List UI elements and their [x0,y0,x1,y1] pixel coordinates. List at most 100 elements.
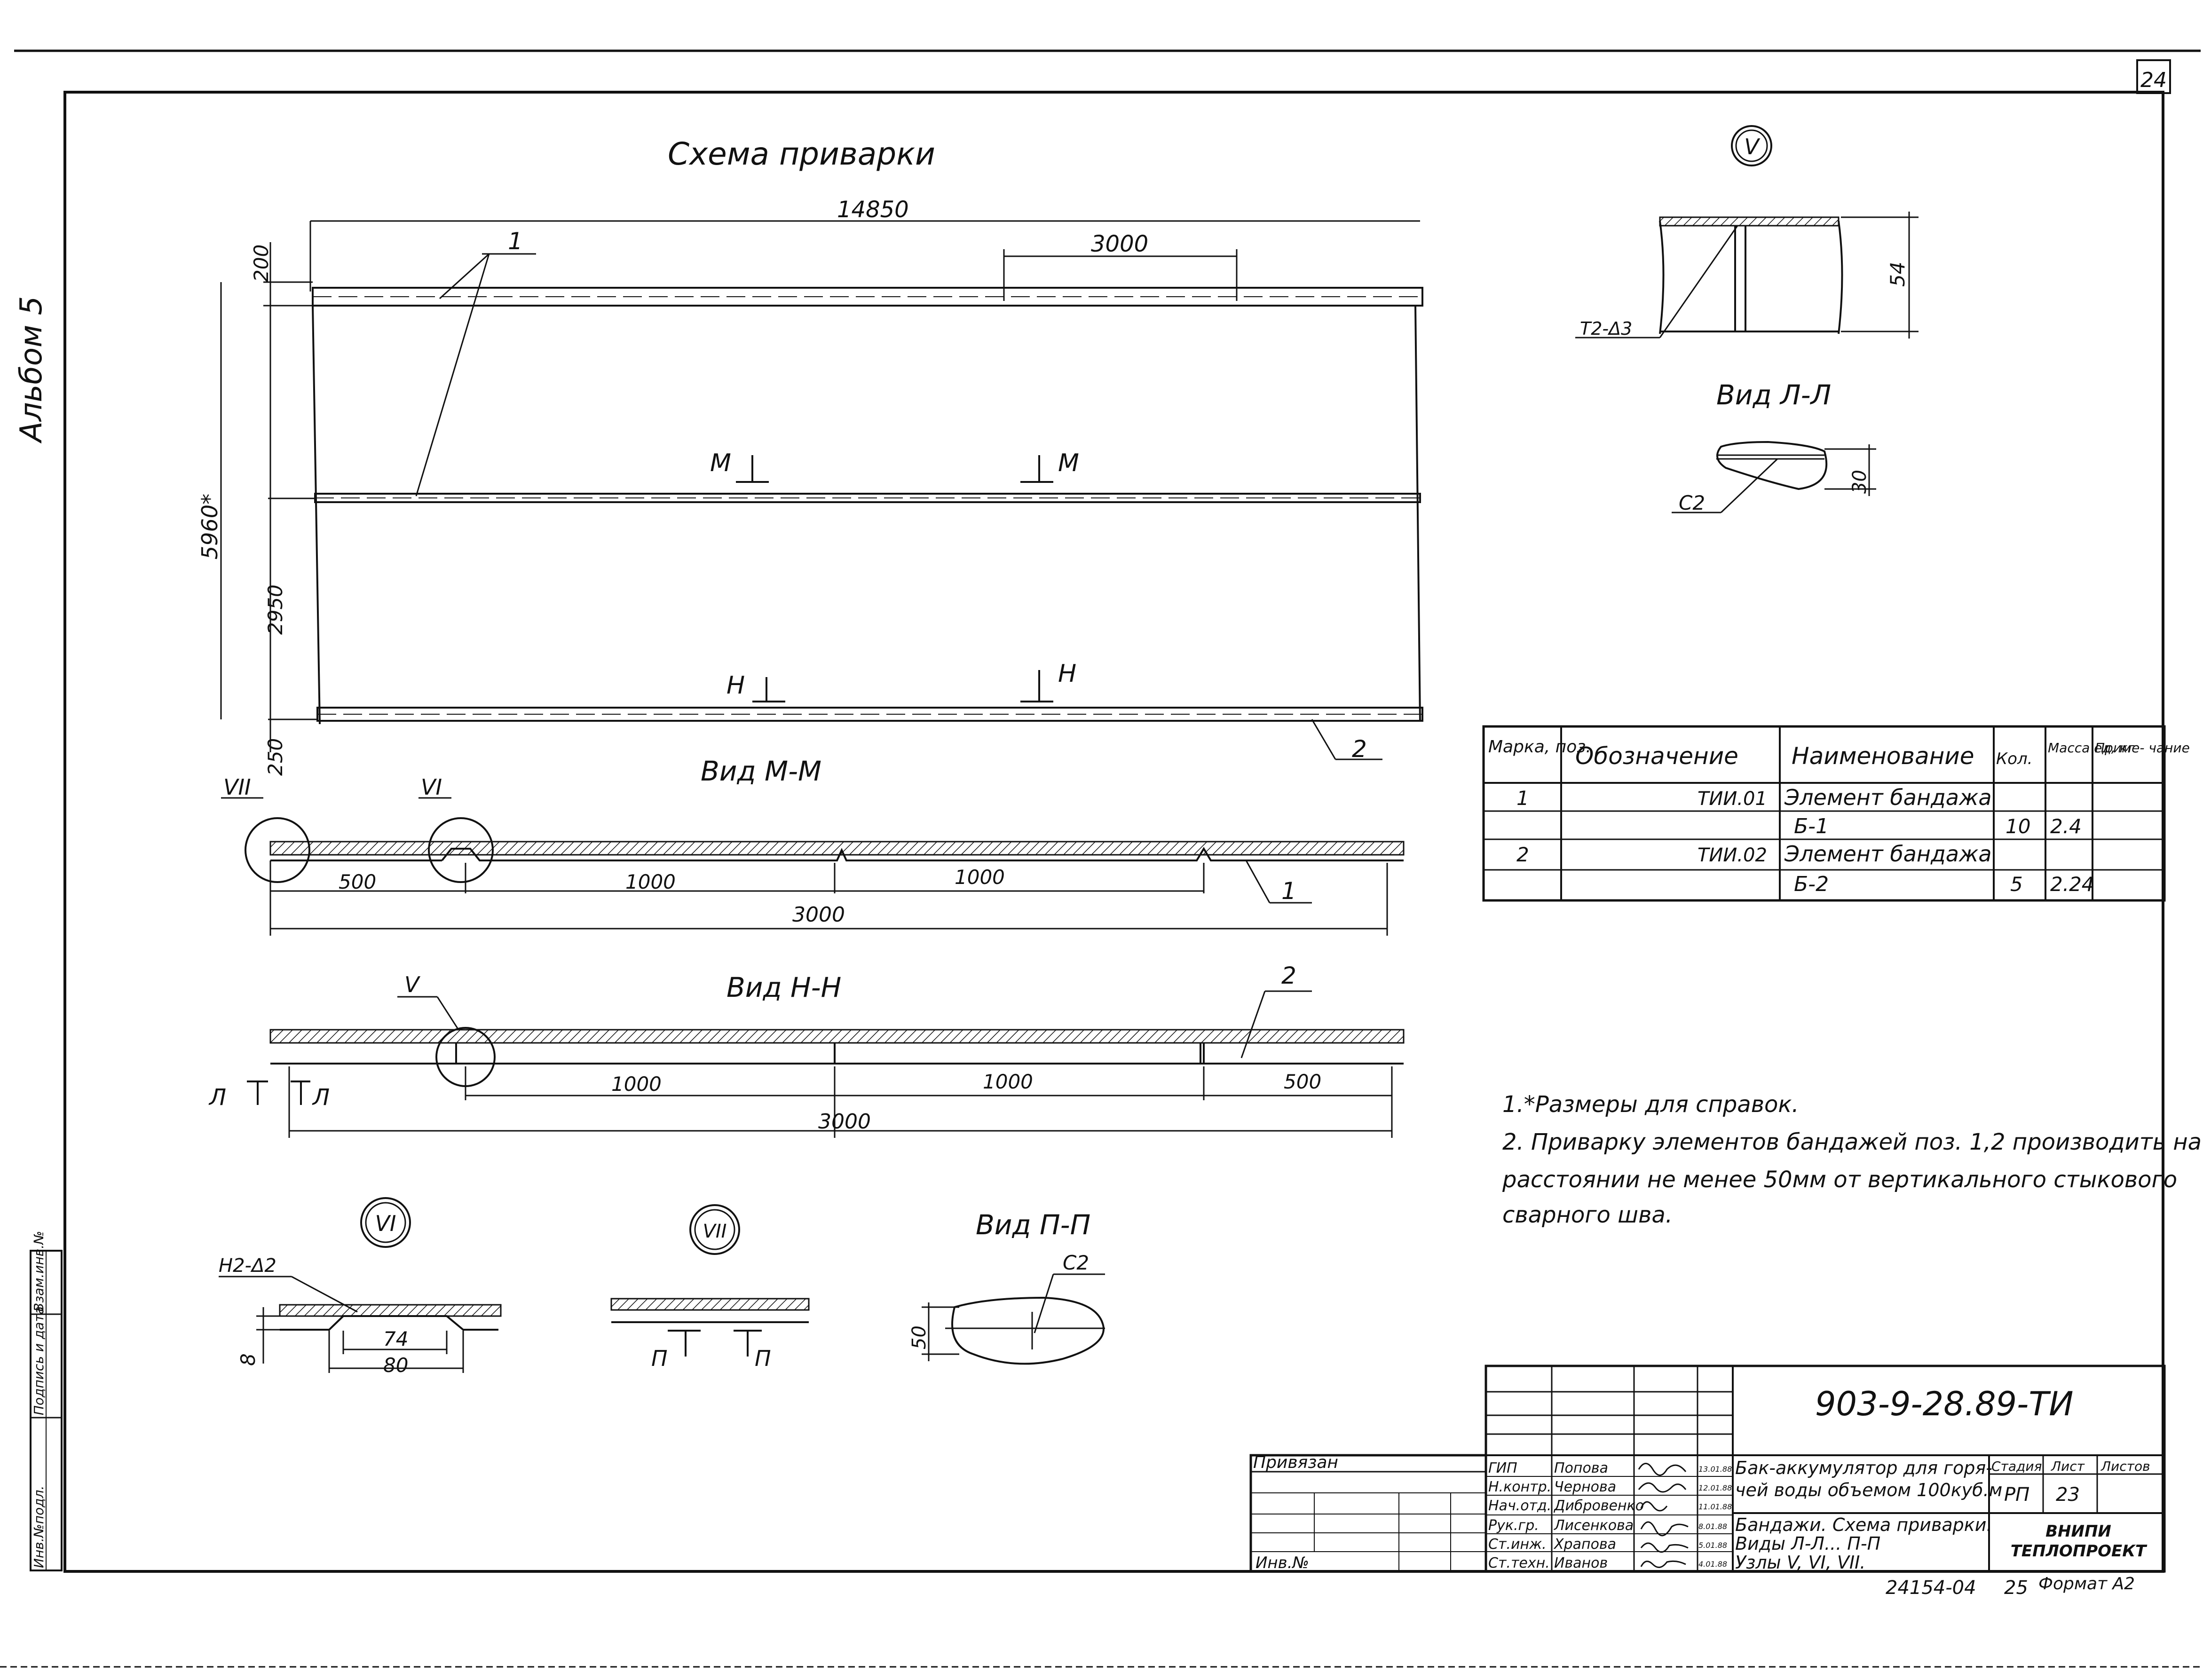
stamp-inv-label: Инв.№подл. [31,1486,47,1568]
spec-row3-name: Элемент бандажа [1784,841,1992,867]
view-mm-node-vi: VI [421,774,442,800]
view-pp-weld: С2 [1063,1251,1089,1274]
spec-row2-mass: 2.4 [2050,815,2082,838]
stage-header: Стадия [1991,1459,2042,1474]
signature-3 [1640,1501,1668,1512]
signatory-2-name: Чернова [1554,1479,1616,1495]
stamp-replace-label: Взам.инв.№ [31,1231,47,1312]
view-mm-dim-3: 1000 [955,866,1005,889]
spec-row4-mass: 2.24 [2050,873,2094,896]
node-vi-marker [428,817,494,883]
view-mm-title: Вид М-М [701,755,821,787]
node-vi-dim-74: 74 [383,1327,408,1350]
scheme-segment-length: 3000 [1091,231,1148,257]
view-ll-dim: 30 [1849,470,1871,494]
doc-code: 903-9-28.89-ТИ [1815,1385,2073,1423]
node-vii-band [610,1298,810,1311]
scheme-dim-bottom: 250 [264,738,287,776]
signatory-4-name: Лисенкова [1554,1517,1634,1534]
section-n-right: Н [1058,660,1076,688]
view-pp: Вид П-П 50 С2 [908,1209,1105,1365]
org-line-1: ВНИПИ [2045,1522,2111,1541]
view-mm-band [269,841,1405,856]
stage-value: РП [2004,1484,2029,1506]
view-mm-callout: 1 [1281,877,1296,905]
view-ll: Вид Л-Л 30 С2 [1672,379,1876,514]
signatory-1-name: Попова [1554,1460,1608,1476]
spec-row1-name: Элемент бандажа [1784,785,1992,810]
spec-row3-designation: ТИИ.02 [1698,844,1767,866]
scheme-title: Схема приварки [668,136,935,172]
view-mm-node-vii: VII [223,774,251,800]
sheets-header: Листов [2100,1459,2150,1474]
signatory-6-role: Ст.техн. [1488,1555,1550,1571]
page-number: 24 [2140,68,2167,92]
signature-4 [1640,1521,1689,1537]
archive-number: 24154-04 [1886,1577,1976,1599]
view-nn-title: Вид Н-Н [726,971,841,1003]
spec-header-mark: Марка, поз. [1488,737,1591,757]
signatory-4-role: Рук.гр. [1488,1517,1539,1534]
spec-header-mass: Масса ед, кг [2048,740,2134,756]
format-label: Формат А2 [2038,1574,2135,1593]
view-mm-dim-1: 500 [339,870,376,893]
spec-header-designation: Обозначение [1575,742,1738,770]
node-vii-section-right: П [755,1346,771,1371]
sheet-name-line-3: Узлы V, VI, VII. [1735,1552,1865,1573]
node-v-band [1659,216,1840,227]
sheet-value: 23 [2056,1484,2080,1506]
object-name-line-1: Бак-аккумулятор для горя- [1735,1458,1992,1478]
note-1: 1.*Размеры для справок. [1502,1091,1799,1118]
section-l-right: Л [312,1084,330,1111]
spec-row2-name: Б-1 [1794,814,1829,838]
inv-label: Инв.№ [1255,1554,1309,1572]
node-vi-band [279,1304,502,1317]
view-ll-weld: С2 [1679,491,1705,514]
note-2-cont-2: сварного шва. [1502,1202,1673,1228]
stamp-signature-label: Подпись и дата [31,1306,47,1415]
signatory-5-role: Ст.инж. [1488,1536,1547,1553]
scheme-dim-lower: 2950 [264,584,287,635]
node-v-detail: V 54 Т2-Δ3 [1575,125,1919,339]
view-pp-dim: 50 [908,1325,930,1349]
scheme-callout-2: 2 [1352,735,1367,763]
view-nn-dim-2: 1000 [983,1070,1033,1093]
bound-label: Привязан [1253,1453,1338,1472]
signatory-3-role: Нач.отд. [1488,1498,1551,1514]
archive-number-suffix: 25 [2004,1577,2028,1599]
sheet-name-line-1: Бандажи. Схема приварки. [1735,1514,1992,1535]
signatory-6-date: 4.01.88 [1698,1560,1727,1569]
signature-5 [1640,1542,1689,1553]
note-2: 2. Приварку элементов бандажей поз. 1,2 … [1502,1129,2202,1155]
spec-row2-qty: 10 [2006,815,2030,838]
view-ll-title: Вид Л-Л [1716,379,1831,411]
spec-row1-designation: ТИИ.01 [1698,788,1767,810]
signatory-4-date: 8.01.88 [1698,1522,1727,1531]
section-n-left: Н [726,671,745,700]
node-vi-weld: Н2-Δ2 [219,1255,276,1277]
signature-2 [1638,1482,1687,1493]
node-vi-detail: VI 74 80 8 Н2-Δ2 [219,1197,502,1377]
node-vi-dim-80: 80 [383,1354,408,1377]
title-block: Привязан Инв.№ 903-9-28.89-ТИ ГИП Попова… [1249,1365,2166,1573]
node-vi-dim-8: 8 [237,1353,260,1366]
node-vii-detail: VII П П [610,1204,810,1371]
scheme-overall-length: 14850 [837,197,909,223]
view-mm: Вид М-М 500 1000 1000 3000 VII VI 1 [221,755,1405,936]
view-mm-total: 3000 [792,903,845,927]
spec-row4-name: Б-2 [1794,872,1829,896]
view-nn-callout: 2 [1281,962,1296,989]
welding-scheme: Схема приварки 14850 3000 200 5960* 2950… [197,136,1423,776]
node-v-weld: Т2-Δ3 [1580,318,1632,339]
spec-row3-mark: 2 [1516,843,1529,866]
node-vi-label: VI [375,1211,396,1236]
scheme-dim-top: 200 [250,245,273,282]
node-v-label: V [1744,134,1761,159]
signatory-1-date: 13.01.88 [1698,1465,1732,1474]
view-nn-total: 3000 [818,1110,871,1134]
sheet-name-line-2: Виды Л-Л... П-П [1735,1533,1880,1554]
note-2-cont-1: расстоянии не менее 50мм от вертикальног… [1502,1167,2177,1193]
signature-6 [1640,1560,1686,1568]
view-mm-dim-2: 1000 [625,870,676,893]
